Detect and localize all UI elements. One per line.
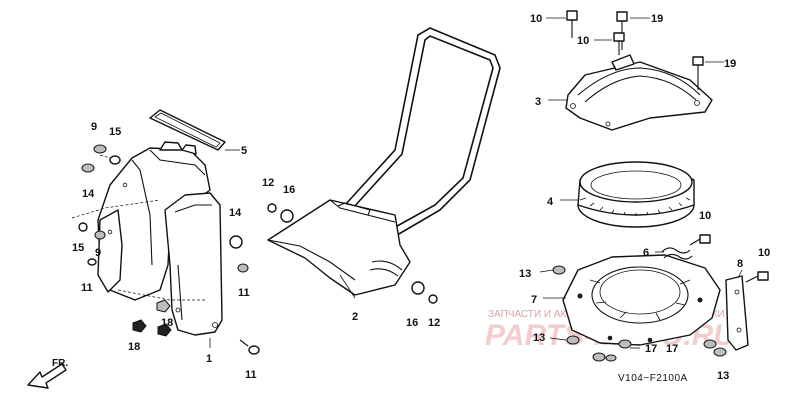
callout-10-right: 10	[699, 210, 711, 222]
bolt-10-mid	[613, 32, 625, 55]
callout-2: 2	[352, 311, 358, 323]
callout-19-right: 19	[724, 58, 736, 70]
callout-11-bottom: 11	[245, 369, 257, 381]
callout-9-mid: 9	[95, 247, 101, 259]
guide-line	[71, 199, 161, 219]
fasteners	[78, 10, 769, 362]
side-bracket	[725, 275, 749, 351]
callout-10-mid: 10	[577, 35, 589, 47]
callout-13-top: 13	[519, 268, 531, 280]
callout-11-right: 11	[238, 287, 250, 299]
guide-line	[117, 289, 205, 301]
callout-18-right: 18	[161, 317, 173, 329]
bolt-10-top	[566, 10, 578, 38]
clamp-bracket	[565, 54, 713, 131]
direction-label: FR.	[52, 358, 68, 369]
bolt-19-right	[692, 56, 704, 90]
callout-17-right: 17	[666, 343, 678, 355]
callout-12-bottom: 12	[428, 317, 440, 329]
callout-16-top: 16	[283, 184, 295, 196]
callout-labels: 1 2 3 4 5 6 7 8 9 9 10 10 10 10 11 11 11…	[72, 13, 770, 382]
callout-15-mid: 15	[72, 242, 84, 254]
front-direction-arrow: FR.	[27, 358, 68, 389]
seal-strip	[149, 109, 226, 151]
callout-19-top: 19	[651, 13, 663, 25]
callout-13-mid: 13	[533, 332, 545, 344]
callout-5: 5	[241, 145, 247, 157]
callout-14-right: 14	[229, 207, 242, 219]
callout-8: 8	[737, 258, 743, 270]
guide-line	[99, 154, 111, 159]
callout-7: 7	[531, 294, 537, 306]
guard-assembly	[97, 141, 223, 336]
reference-code: V104−F2100A	[618, 373, 688, 384]
callout-18-left: 18	[128, 341, 140, 353]
callout-10-top: 10	[530, 13, 542, 25]
callout-3: 3	[535, 96, 541, 108]
handle-bracket	[267, 27, 501, 296]
spring-clip	[661, 247, 693, 260]
callout-14-left: 14	[82, 188, 95, 200]
callout-6: 6	[643, 247, 649, 259]
callout-13-bottom: 13	[717, 370, 729, 382]
leader-lines	[209, 17, 743, 349]
callout-11-left: 11	[81, 282, 93, 294]
toothed-ring	[577, 161, 695, 228]
callout-9-top: 9	[91, 121, 97, 133]
callout-17-left: 17	[645, 343, 657, 355]
callout-1: 1	[206, 353, 212, 365]
callout-10-far-right: 10	[758, 247, 770, 259]
callout-4: 4	[547, 196, 554, 208]
callout-16-bottom: 16	[406, 317, 418, 329]
callout-12-top: 12	[262, 177, 274, 189]
callout-15-top: 15	[109, 126, 121, 138]
base-plate	[562, 254, 721, 346]
